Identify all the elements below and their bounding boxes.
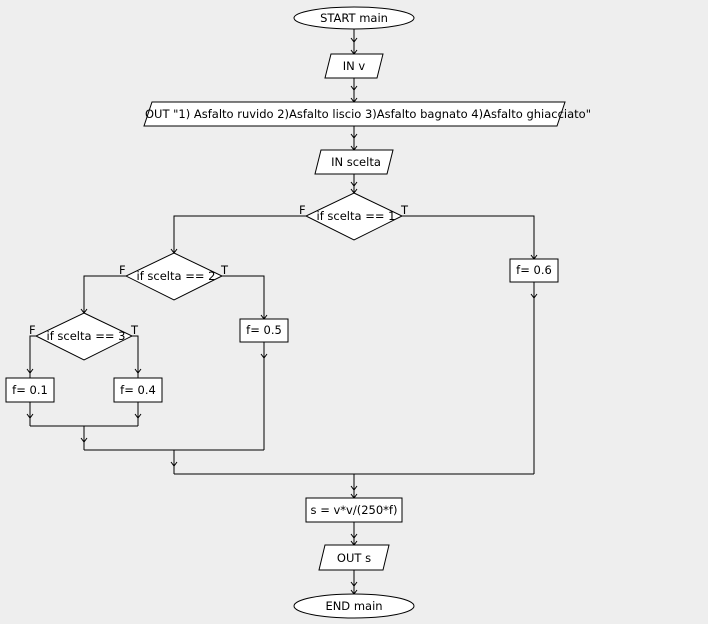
decision-3-false-label: F <box>29 323 36 337</box>
output-s-label: OUT s <box>337 551 371 565</box>
decision-3-label: if scelta == 3 <box>47 329 126 343</box>
output-s-node: OUT s <box>318 544 390 571</box>
decision-2-true-label: T <box>220 263 229 277</box>
assign-s-label: s = v*v/(250*f) <box>311 503 398 517</box>
decision-scelta-1: if scelta == 1 F T <box>299 192 409 241</box>
decision-scelta-3: if scelta == 3 F T <box>29 312 139 361</box>
assign-f-05-node: f= 0.5 <box>239 318 289 343</box>
assign-f-04-node: f= 0.4 <box>113 377 163 403</box>
end-node: END main <box>293 593 415 619</box>
connectors <box>29 29 535 594</box>
input-scelta-label: IN scelta <box>331 155 381 169</box>
assign-s-node: s = v*v/(250*f) <box>305 497 403 523</box>
decision-2-false-label: F <box>119 263 126 277</box>
input-v-node: IN v <box>324 53 384 79</box>
decision-scelta-2: if scelta == 2 F T <box>119 252 229 301</box>
start-label: START main <box>320 11 388 25</box>
start-node: START main <box>293 6 415 30</box>
decision-3-true-label: T <box>130 323 139 337</box>
end-label: END main <box>325 599 382 613</box>
assign-f-05-label: f= 0.5 <box>246 323 282 337</box>
output-menu-node: OUT "1) Asfalto ruvido 2)Asfalto liscio … <box>143 101 591 127</box>
assign-f-01-node: f= 0.1 <box>5 377 55 403</box>
assign-f-06-node: f= 0.6 <box>509 258 559 283</box>
assign-f-01-label: f= 0.1 <box>12 383 48 397</box>
decision-1-false-label: F <box>299 203 306 217</box>
input-v-label: IN v <box>343 59 366 73</box>
input-scelta-node: IN scelta <box>314 149 394 175</box>
decision-1-label: if scelta == 1 <box>317 209 396 223</box>
decision-1-true-label: T <box>400 203 409 217</box>
assign-f-06-label: f= 0.6 <box>516 263 552 277</box>
decision-2-label: if scelta == 2 <box>137 269 216 283</box>
assign-f-04-label: f= 0.4 <box>120 383 156 397</box>
output-menu-label: OUT "1) Asfalto ruvido 2)Asfalto liscio … <box>145 107 591 121</box>
